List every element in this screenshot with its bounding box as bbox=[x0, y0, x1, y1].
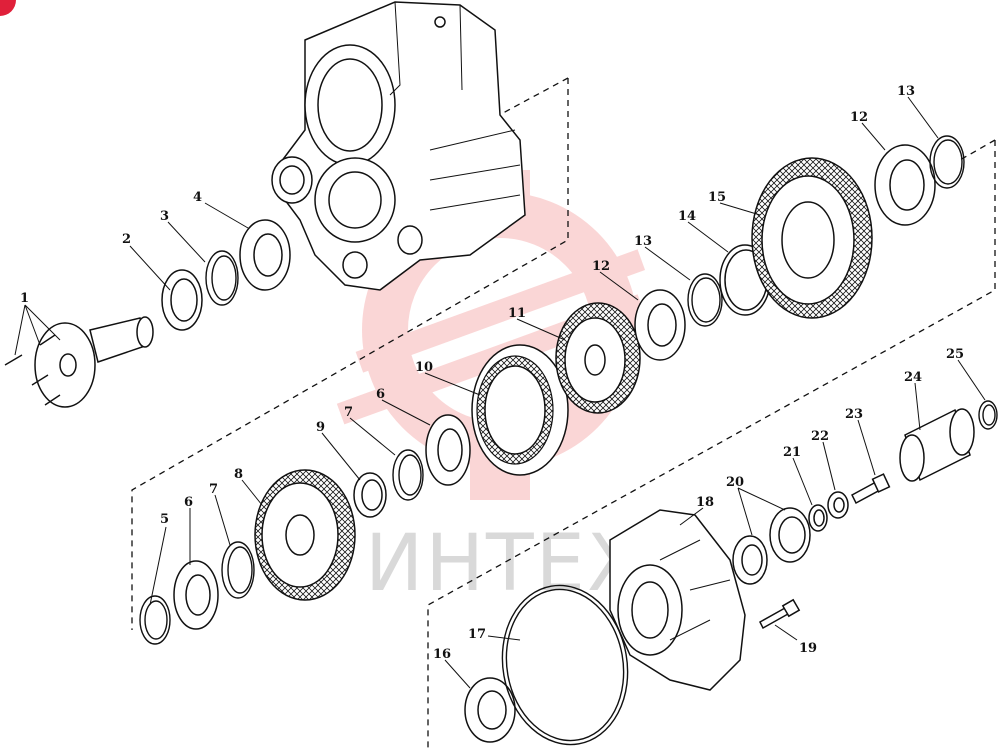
part-9-spacer bbox=[353, 472, 387, 518]
callout-6-lower: 6 bbox=[184, 495, 193, 510]
part-21-washer bbox=[808, 504, 828, 532]
callout-13-upper: 13 bbox=[897, 84, 915, 99]
part-7-circlip-lower bbox=[221, 541, 255, 599]
part-19-bolt bbox=[759, 598, 801, 630]
part-10-ring-gear bbox=[471, 344, 569, 476]
callout-4: 4 bbox=[193, 190, 202, 205]
callout-6-upper: 6 bbox=[376, 387, 385, 402]
watermark-text: ИНТЕХ bbox=[365, 519, 642, 609]
callout-22: 22 bbox=[811, 429, 829, 444]
part-17-o-ring bbox=[501, 584, 629, 746]
callout-8: 8 bbox=[234, 467, 243, 482]
callout-20: 20 bbox=[726, 475, 744, 490]
part-16-bearing bbox=[464, 677, 516, 743]
callout-21: 21 bbox=[783, 445, 801, 460]
part-12-bearing-upper bbox=[874, 144, 936, 226]
callout-3: 3 bbox=[160, 209, 169, 224]
callout-10: 10 bbox=[415, 360, 433, 375]
callout-17: 17 bbox=[468, 627, 486, 642]
callout-23: 23 bbox=[845, 407, 863, 422]
part-25-circlip bbox=[978, 400, 998, 430]
corner-badge bbox=[0, 0, 16, 16]
part-4-bearing bbox=[239, 219, 291, 291]
callout-1: 1 bbox=[20, 291, 29, 306]
part-13-ring-middle bbox=[687, 273, 723, 327]
callout-2: 2 bbox=[122, 232, 131, 247]
part-12-bearing-middle bbox=[634, 289, 686, 361]
part-22-nut bbox=[827, 491, 849, 519]
gearbox-housing bbox=[271, 1, 526, 291]
part-8-gear bbox=[254, 469, 356, 601]
callout-18: 18 bbox=[696, 495, 714, 510]
part-5-circlip bbox=[139, 595, 171, 645]
callout-19: 19 bbox=[799, 641, 817, 656]
callout-5: 5 bbox=[160, 512, 169, 527]
callout-16: 16 bbox=[433, 647, 451, 662]
callout-12-middle: 12 bbox=[592, 259, 610, 274]
part-24-sleeve bbox=[899, 408, 975, 482]
part-6-bearing-lower bbox=[173, 560, 219, 630]
part-18-cover bbox=[609, 509, 746, 691]
part-15-large-gear bbox=[751, 157, 873, 319]
part-1-output-shaft bbox=[4, 316, 154, 408]
callout-12-upper: 12 bbox=[850, 110, 868, 125]
part-7-circlip-upper bbox=[392, 449, 424, 501]
callout-14: 14 bbox=[678, 209, 696, 224]
callout-15: 15 bbox=[708, 190, 726, 205]
part-13-ring-upper bbox=[929, 135, 965, 189]
callout-24: 24 bbox=[904, 370, 922, 385]
part-2-seal-ring bbox=[161, 269, 203, 331]
callout-7-upper: 7 bbox=[344, 405, 353, 420]
callout-7-lower: 7 bbox=[209, 482, 218, 497]
part-23-bolt bbox=[851, 473, 891, 505]
callout-13-middle: 13 bbox=[634, 234, 652, 249]
part-3-circlip bbox=[205, 250, 239, 306]
callout-11: 11 bbox=[508, 306, 526, 321]
leader-lines bbox=[14, 96, 986, 689]
part-11-gear bbox=[555, 302, 641, 414]
part-20-seals bbox=[732, 507, 811, 585]
part-6-bearing-upper bbox=[425, 414, 471, 486]
callout-labels: 1 2 3 4 5 6 6 7 7 8 9 10 11 12 12 13 13 … bbox=[20, 84, 964, 662]
assembly-boundaries bbox=[131, 77, 996, 748]
callout-9: 9 bbox=[316, 420, 325, 435]
callout-25: 25 bbox=[946, 347, 964, 362]
